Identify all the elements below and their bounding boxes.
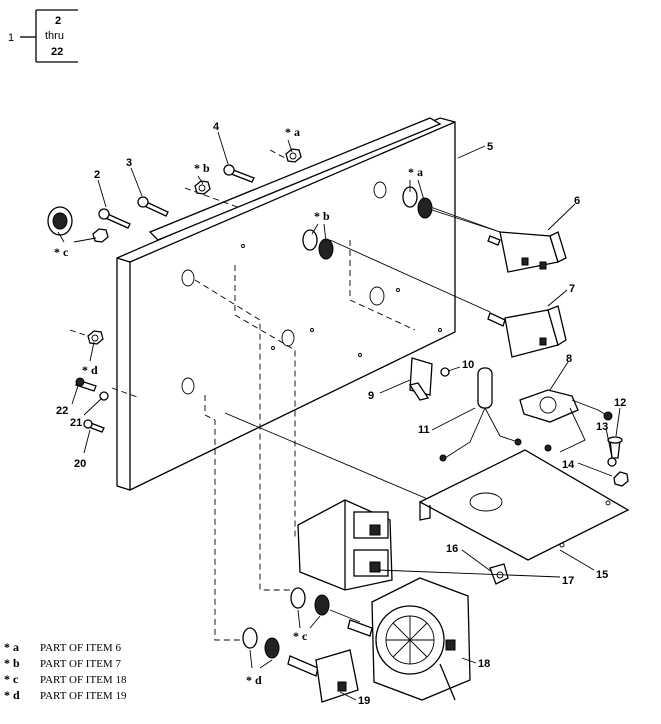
legend-key-d: * d [4,688,20,702]
legend-text-c: PART OF ITEM 18 [40,674,127,686]
toggle-switch-19 [242,627,359,703]
star-label-a-right: * a [408,165,423,179]
star-label-c-bottom: * c [293,629,308,643]
relay-8 [519,389,613,453]
legend-key-c: * c [4,672,19,686]
toggle-switch-6 [402,186,567,273]
legend: * a PART OF ITEM 6 * b PART OF ITEM 7 * … [4,640,127,702]
star-label-c-left: * c [54,245,69,259]
callout-13: 13 [596,421,608,433]
legend-text-b: PART OF ITEM 7 [40,658,121,670]
callout-8: 8 [566,353,572,365]
callout-19: 19 [358,695,370,707]
hardware-top [47,148,302,433]
callout-14: 14 [562,459,575,471]
top-rail [148,117,442,241]
legend-key-a: * a [4,640,19,654]
leader-lines [57,131,621,701]
callout-7: 7 [569,283,575,295]
callout-12: 12 [614,397,626,409]
star-label-b-top: * b [194,161,210,175]
callout-17: 17 [562,575,574,587]
legend-text-a: PART OF ITEM 6 [40,642,121,654]
callout-9: 9 [368,390,374,402]
index-line-1: 2 [55,15,61,27]
callout-16: 16 [446,543,458,555]
main-panel [116,117,456,491]
star-label-a-top: * a [285,125,300,139]
toggle-switch-7 [302,229,567,358]
callout-5: 5 [487,141,493,153]
callout-15: 15 [596,569,608,581]
star-label-d-left: * d [82,363,98,377]
callout-labels: 2 3 4 5 6 7 8 9 10 11 12 13 14 15 16 17 … [56,121,626,707]
callout-11: 11 [418,424,430,436]
index-figure-ref: 1 [8,32,14,44]
callout-6: 6 [574,195,580,207]
index-box: 1 2 thru 22 [8,9,78,63]
index-line-2: thru [45,30,64,42]
callout-18: 18 [478,658,490,670]
callout-22: 22 [56,405,68,417]
motor-18 [290,577,471,701]
bracket-9 [408,357,450,401]
callout-10: 10 [462,359,474,371]
hardware-right [607,436,629,487]
star-label-d-bottom: * d [246,673,262,687]
callout-4: 4 [213,121,220,133]
callout-21: 21 [70,417,82,429]
capacitor-11 [439,367,522,462]
star-labels: * a * a * b * b * c * c * d * d [54,125,423,687]
callout-20: 20 [74,458,86,470]
callout-3: 3 [126,157,132,169]
relay-17 [297,499,393,591]
star-label-b-right: * b [314,209,330,223]
base-plate-15 [418,449,630,561]
legend-text-d: PART OF ITEM 19 [40,690,127,702]
legend-key-b: * b [4,656,20,670]
index-line-3: 22 [51,46,63,58]
callout-2: 2 [94,169,100,181]
